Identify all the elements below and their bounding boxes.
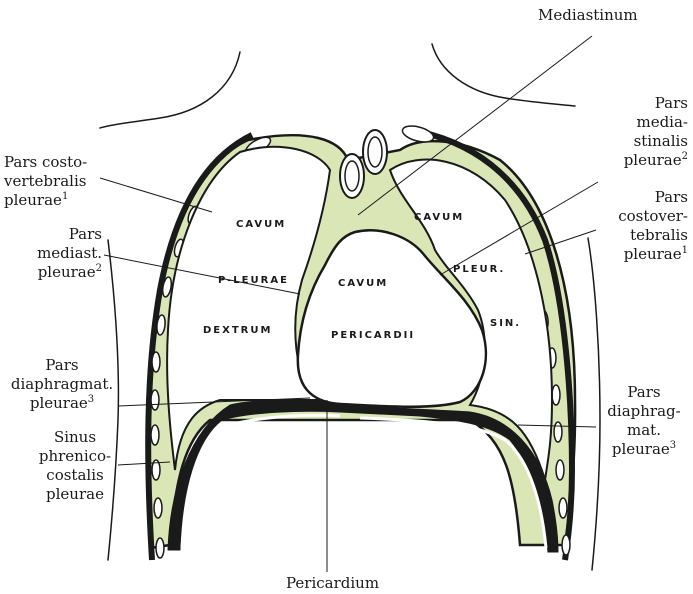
label-pars-costovertebralis-right: Pars costover- tebralis pleurae1 (596, 188, 688, 264)
diaphragm (168, 400, 558, 552)
text-cavum-right: CAVUM (414, 212, 464, 223)
neck-left-outline (100, 52, 240, 128)
text-sin: SIN. (490, 318, 521, 329)
text-pleur-right: PLEUR. (453, 264, 505, 275)
label-sinus-phrenicocostalis: Sinus phrenico- costalis pleurae (30, 428, 120, 504)
label-pars-costovertebralis-left: Pars costo- vertebralis pleurae1 (4, 153, 87, 210)
rib-left-8 (151, 390, 159, 410)
rib-left-11 (154, 498, 162, 518)
label-mediastinum: Mediastinum (538, 6, 638, 25)
text-pleurae-left: P-LEURAE (218, 275, 289, 286)
rib-left-7 (152, 352, 160, 372)
rib-right-9 (554, 422, 562, 442)
rib-left-9 (151, 425, 159, 445)
label-pericardium: Pericardium (286, 574, 379, 593)
text-cavum-left: CAVUM (236, 219, 286, 230)
rib-right-10 (556, 460, 564, 480)
label-pars-diaphragmat-left: Pars diaphragmat. pleurae3 (6, 356, 118, 413)
rib-left-12 (156, 538, 164, 558)
rib-right-1 (401, 123, 436, 145)
neck-right-outline (432, 44, 575, 106)
label-pars-mediast-left: Pars mediast. pleurae2 (2, 225, 102, 282)
label-pars-diaphragmat-right: Pars diaphrag- mat. pleurae3 (598, 383, 690, 459)
rib-right-8 (552, 385, 560, 405)
text-dextrum: DEXTRUM (203, 325, 272, 336)
label-pars-mediastinalis-right: Pars media- stinalis pleurae2 (596, 94, 688, 170)
rib-right-12 (562, 535, 570, 555)
text-cavum-center: CAVUM (338, 278, 388, 289)
text-pericardii: PERICARDII (331, 330, 415, 341)
rib-right-11 (559, 498, 567, 518)
